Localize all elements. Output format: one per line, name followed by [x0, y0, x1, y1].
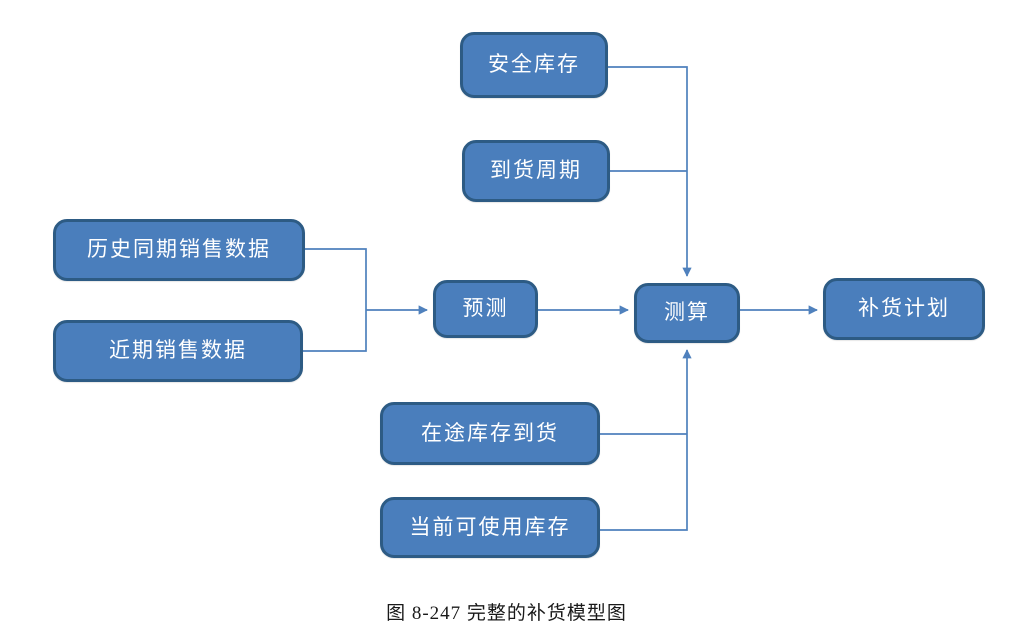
node-lead-time[interactable]: 到货周期: [462, 140, 610, 202]
node-label-lead-time: 到货周期: [490, 158, 582, 183]
figure-caption: 图 8-247 完整的补货模型图: [386, 603, 627, 624]
node-safety-stock[interactable]: 安全库存: [460, 32, 608, 98]
node-replenishment-plan[interactable]: 补货计划: [823, 278, 985, 340]
node-label-available-stock: 当前可使用库存: [409, 514, 571, 539]
node-history-sales[interactable]: 历史同期销售数据: [53, 219, 305, 281]
edge-recent-to-forecast: [303, 310, 367, 352]
edge-history-to-forecast: [305, 248, 367, 310]
node-forecast[interactable]: 预测: [433, 280, 538, 338]
node-recent-sales[interactable]: 近期销售数据: [53, 320, 303, 382]
node-in-transit-arrival[interactable]: 在途库存到货: [380, 402, 600, 465]
node-available-stock[interactable]: 当前可使用库存: [380, 497, 600, 558]
node-label-recent-sales: 近期销售数据: [109, 338, 247, 363]
node-calculation[interactable]: 测算: [634, 283, 740, 343]
node-label-calculation: 测算: [664, 300, 710, 325]
node-label-safety-stock: 安全库存: [488, 52, 580, 77]
node-label-replenishment-plan: 补货计划: [858, 296, 950, 321]
edge-safety-to-calc: [608, 66, 692, 277]
node-label-history-sales: 历史同期销售数据: [87, 237, 271, 262]
node-label-in-transit-arrival: 在途库存到货: [421, 420, 559, 445]
node-label-forecast: 预测: [462, 296, 509, 321]
edge-available-to-calc: [600, 349, 692, 531]
